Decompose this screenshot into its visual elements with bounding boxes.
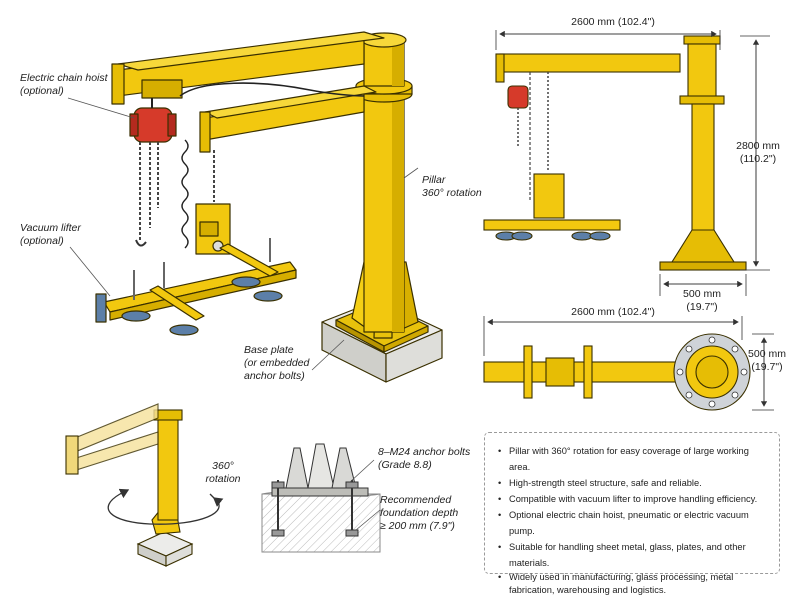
dim-top-width: 2600 mm (102.4") [571,306,655,318]
rotation-detail [65,403,194,567]
trolley [141,79,183,99]
dim-side-base: 500 mm (19.7") [683,288,721,313]
side-dimension-lines [495,30,770,296]
label-base-plate: Base plate (or embedded anchor bolts) [244,344,310,382]
main-crane [95,31,443,383]
feature-item: High-strength steel structure, safe and … [498,475,771,491]
side-elevation [483,35,747,271]
label-anchor-bolts: 8–M24 anchor bolts (Grade 8.8) [378,446,471,471]
top-view [483,333,751,411]
top-dimension-lines [483,316,774,411]
label-rotation: 360° rotation [205,460,241,485]
chain-hoist [129,98,177,247]
top-view-bolts [676,336,748,408]
feature-item: Widely used in manufacturing, glass proc… [498,571,771,597]
rotation-arrow [107,493,224,525]
dim-side-width: 2600 mm (102.4") [571,16,655,28]
vacuum-lifter [95,150,297,336]
anchor-detail [261,443,381,553]
label-hoist: Electric chain hoist (optional) [20,72,108,97]
dim-top-base: 500 mm (19.7") [748,348,786,373]
callout-lines [67,97,419,371]
feature-item: Suitable for handling sheet metal, glass… [498,539,771,571]
feature-list: Pillar with 360° rotation for easy cover… [495,443,771,597]
label-foundation: Recommended foundation depth ≥ 200 mm (7… [380,494,459,532]
feature-item: Optional electric chain hoist, pneumatic… [498,507,771,539]
feature-notes: Pillar with 360° rotation for easy cover… [484,432,780,595]
dim-side-height: 2800 mm (110.2") [736,140,780,165]
feature-item: Compatible with vacuum lifter to improve… [498,491,771,507]
air-hose [179,82,365,97]
feature-item: Pillar with 360° rotation for easy cover… [498,443,771,475]
label-pillar: Pillar 360° rotation [422,174,482,199]
label-vacuum-lifter: Vacuum lifter (optional) [20,222,81,247]
